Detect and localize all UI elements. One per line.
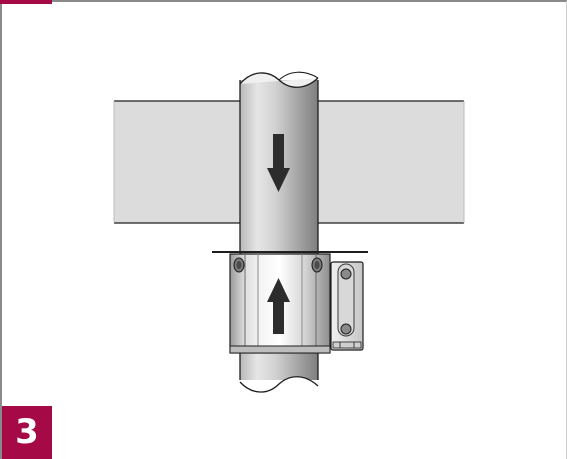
flow-arrow-up: [267, 278, 290, 334]
clamp-bracket: [330, 261, 364, 351]
step-number-badge: 3: [2, 406, 52, 459]
flow-arrow-down: [267, 134, 290, 192]
corner-accent: [0, 0, 52, 4]
